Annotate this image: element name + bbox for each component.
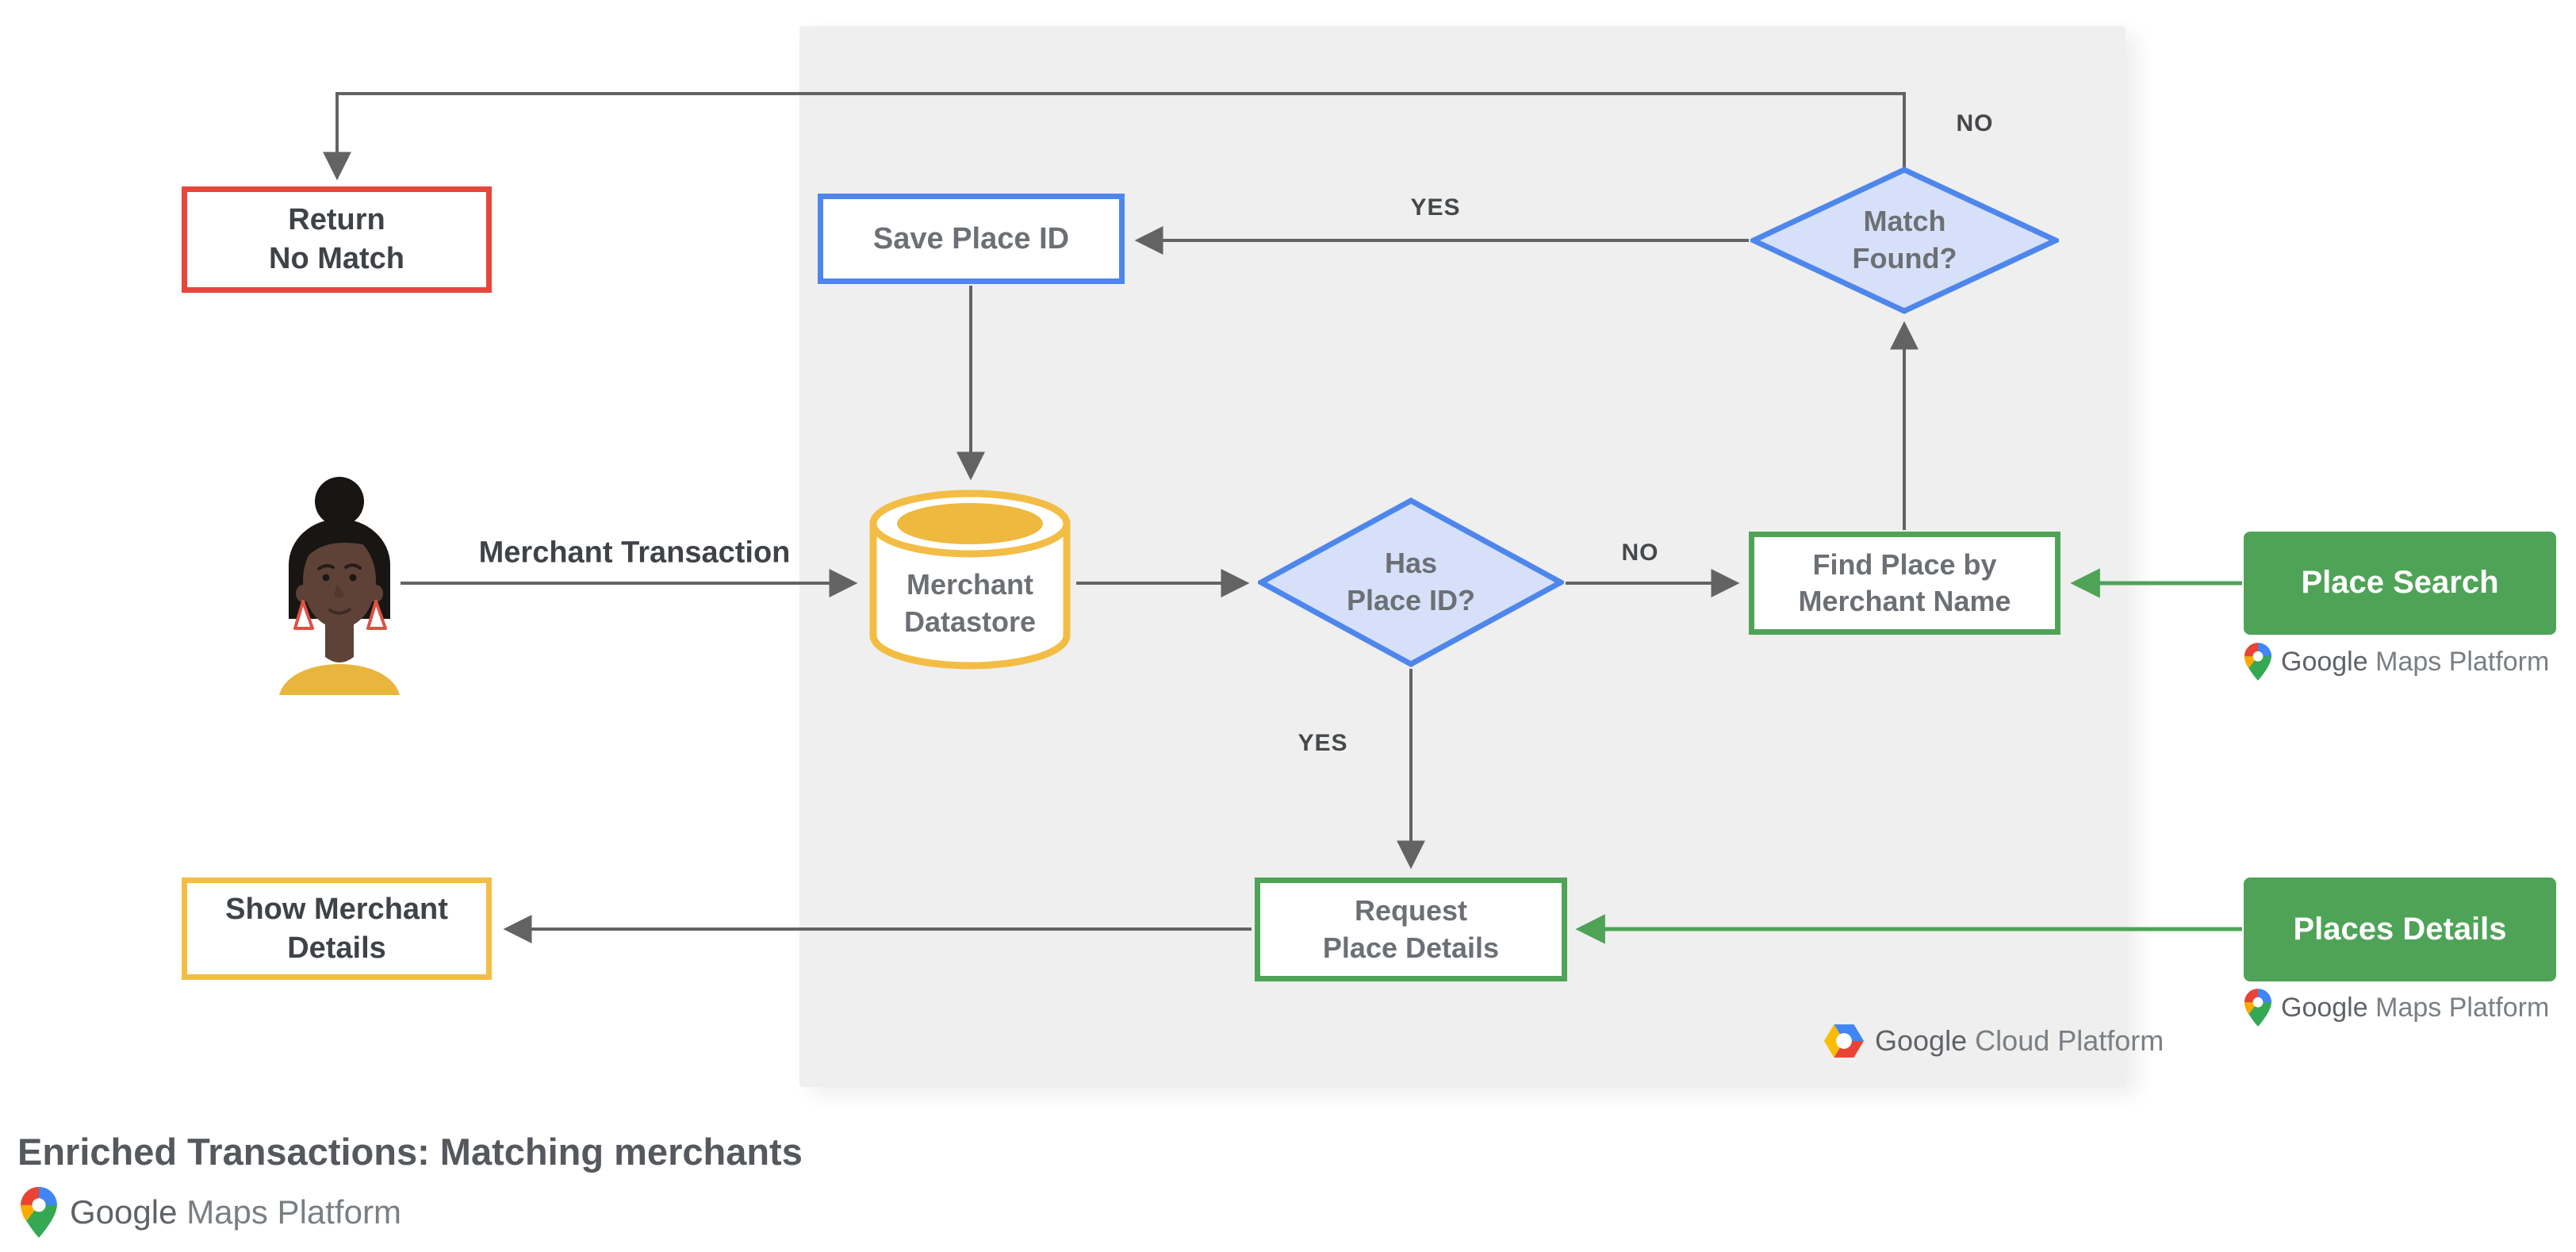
node-label: Save Place ID — [872, 221, 1070, 255]
node-label: No Match — [269, 242, 404, 275]
google-maps-pin-icon — [2244, 643, 2271, 681]
node-label: Merchant Name — [1798, 585, 2011, 617]
logo-text-maps-platform: Maps Platform — [186, 1193, 401, 1231]
edge-match-found-no — [323, 92, 1906, 181]
diamond-shape — [1258, 497, 1564, 667]
node-merchant-datastore: Merchant Datastore — [865, 486, 1075, 674]
node-label: Show Merchant — [225, 892, 448, 926]
node-place-search: Place Search — [2244, 532, 2556, 635]
node-find-place-by-merchant-name: Find Place by Merchant Name — [1749, 532, 2060, 635]
google-maps-pin-icon — [2244, 989, 2271, 1027]
logo-text-maps-platform: Maps Platform — [2375, 992, 2550, 1023]
logo-text-cloud-platform: Cloud Platform — [1975, 1024, 2164, 1057]
edge-label-yes-match: YES — [1410, 194, 1461, 221]
node-return-no-match: Return No Match — [182, 186, 492, 293]
logo-text-google: Google — [70, 1193, 178, 1231]
node-match-found: Match Found? — [1750, 167, 2059, 314]
logo-text-google: Google — [2281, 646, 2368, 677]
node-label-group: Merchant Datastore — [865, 547, 1075, 659]
merchant-transaction-label: Merchant Transaction — [478, 536, 791, 570]
node-places-details: Places Details — [2244, 878, 2556, 981]
node-show-merchant-details: Show Merchant Details — [182, 878, 492, 980]
logo-text-google: Google — [2281, 992, 2368, 1023]
logo-text-google: Google — [1875, 1024, 1968, 1057]
page-title: Enriched Transactions: Matching merchant… — [17, 1131, 803, 1173]
node-label: Place ID? — [1346, 584, 1476, 616]
node-label: Match — [1863, 205, 1946, 238]
node-label: Has — [1384, 547, 1438, 580]
avatar — [276, 473, 401, 699]
node-has-place-id: Has Place ID? — [1258, 497, 1564, 667]
node-label: Request — [1354, 894, 1468, 927]
node-label: Details — [287, 931, 386, 965]
node-label: Place Details — [1322, 931, 1500, 964]
edge-label-yes-has: YES — [1298, 730, 1348, 756]
node-label: Place Search — [2301, 565, 2499, 601]
node-label: Merchant — [906, 567, 1034, 601]
node-request-place-details: Request Place Details — [1255, 878, 1567, 981]
node-label: Places Details — [2293, 911, 2507, 947]
google-cloud-hexagon-icon — [1824, 1024, 1864, 1058]
logo-text-maps-platform: Maps Platform — [2375, 646, 2550, 677]
edge-label-no-has: NO — [1621, 540, 1659, 566]
node-label: Return — [288, 203, 385, 237]
diamond-shape — [1750, 167, 2059, 314]
node-save-place-id: Save Place ID — [818, 194, 1125, 284]
node-label-group: Match Found? — [1750, 167, 2059, 314]
google-maps-pin-icon — [21, 1187, 57, 1238]
node-label-group: Has Place ID? — [1258, 497, 1564, 667]
user-avatar-icon — [279, 477, 400, 695]
node-label: Find Place by — [1812, 547, 1997, 581]
node-label: Datastore — [903, 605, 1037, 638]
edge-label-no-top: NO — [1956, 110, 1994, 136]
node-label: Found? — [1852, 242, 1957, 275]
database-cylinder-icon — [869, 490, 1071, 670]
